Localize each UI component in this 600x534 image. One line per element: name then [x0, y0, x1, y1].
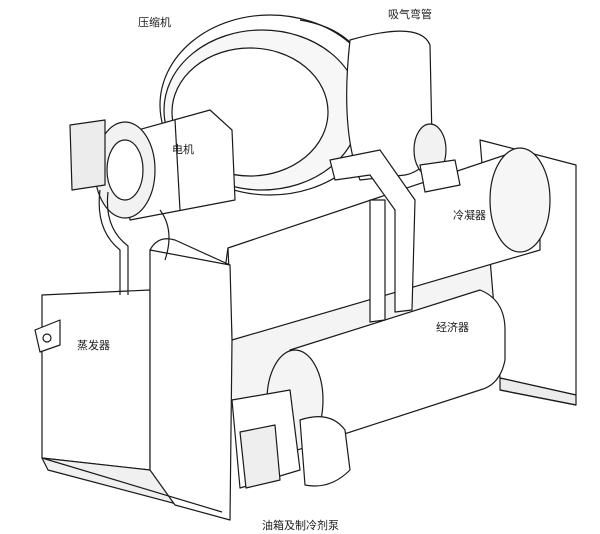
label-motor: 电机: [172, 143, 194, 156]
control-panel: [69, 119, 106, 191]
label-oil-tank-pump: 油箱及制冷剂泵: [262, 519, 339, 532]
discharge-pipe: [329, 149, 416, 323]
suction-elbow: [346, 30, 461, 193]
base-rails: [41, 389, 577, 513]
oil-piping: [98, 189, 170, 295]
label-economizer: 经济器: [436, 321, 469, 334]
label-compressor: 压缩机: [138, 16, 171, 29]
label-evaporator: 蒸发器: [77, 339, 110, 352]
label-condenser: 冷凝器: [453, 209, 486, 222]
label-suction-elbow: 吸气弯管: [388, 8, 432, 21]
oil-tank-pump: [231, 389, 351, 489]
motor-housing: [94, 109, 236, 221]
front-support-plate: [149, 238, 233, 521]
